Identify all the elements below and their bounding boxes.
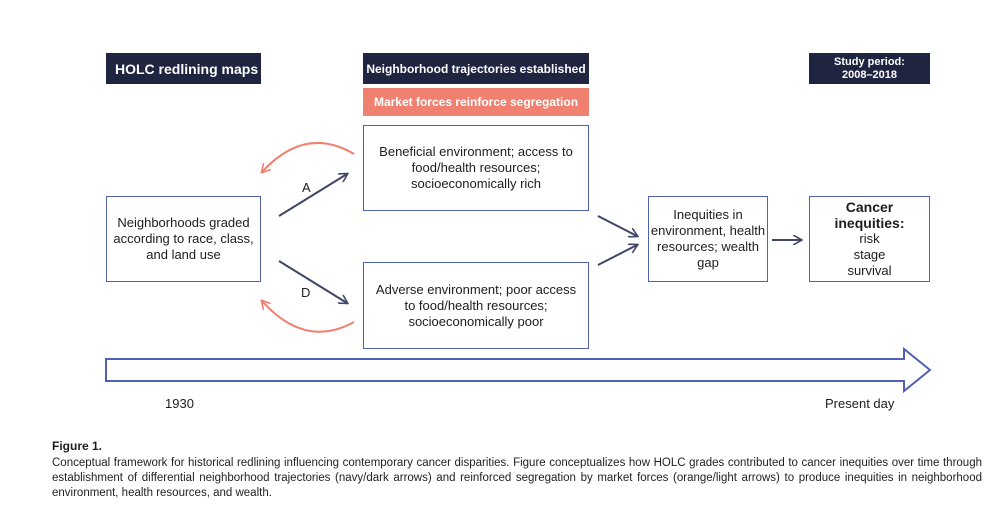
study-period-years: 2008–2018 [841,68,898,81]
study-period-header: Study period: 2008–2018 [809,53,930,84]
path-a-label: A [302,180,311,195]
timeline-arrow [105,346,932,394]
figure-title: Figure 1. [52,439,103,453]
inequities-text: Inequities in environment, health resour… [650,207,766,270]
path-d-label: D [301,285,311,300]
cancer-inequities-title: Cancer inequities: [834,199,905,231]
cancer-item-risk: risk [859,231,880,246]
neighborhoods-graded-box: Neighborhoods graded according to race, … [106,196,261,282]
neighborhoods-graded-text: Neighborhoods graded according to race, … [113,215,254,262]
cancer-item-survival: survival [847,263,892,278]
timeline-start-label: 1930 [165,396,194,411]
inequities-box: Inequities in environment, health resour… [648,196,768,282]
adverse-environment-text: Adverse environment; poor access to food… [375,281,577,329]
arrow-a [278,174,347,217]
trajectories-header: Neighborhood trajectories established [363,53,589,84]
cancer-inequities-box: Cancer inequities: risk stage survival [809,196,930,282]
adverse-environment-box: Adverse environment; poor access to food… [363,262,589,349]
study-period-label: Study period: [834,55,905,68]
cancer-item-stage: stage [853,247,886,262]
arrow-d [278,260,347,303]
market-feedback-arrow-bottom [262,301,355,333]
arrow-beneficial-to-inequities [597,215,637,236]
beneficial-environment-box: Beneficial environment; access to food/h… [363,125,589,211]
beneficial-environment-text: Beneficial environment; access to food/h… [379,144,573,191]
figure-caption: Conceptual framework for historical redl… [52,457,982,499]
holc-header: HOLC redlining maps [106,53,261,84]
arrow-adverse-to-inequities [597,245,637,266]
market-feedback-arrow-top [262,141,355,172]
timeline-end-label: Present day [825,396,895,411]
market-forces-header: Market forces reinforce segregation [363,88,589,116]
